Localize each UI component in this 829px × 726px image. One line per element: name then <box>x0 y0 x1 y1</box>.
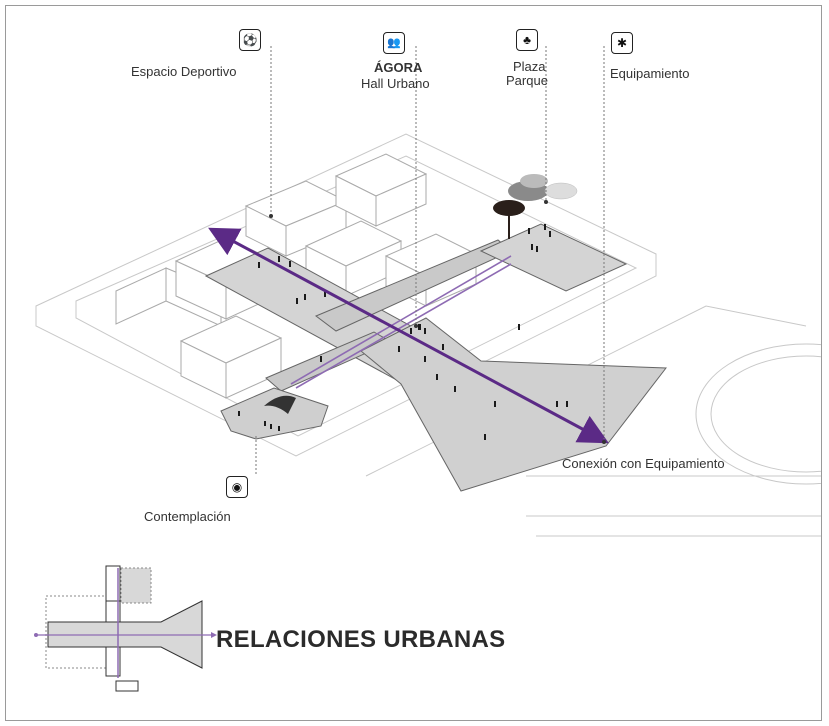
label-contemplacion: Contemplación <box>144 509 231 524</box>
diagram-frame: ⚽ 👥 ♣ ✱ ◉ Espacio Deportivo ÁGORA Hall U… <box>5 5 822 721</box>
label-espacio-deportivo: Espacio Deportivo <box>131 64 237 79</box>
label-hall-urbano: Hall Urbano <box>361 76 430 91</box>
label-parque: Parque <box>506 73 548 88</box>
axonometric-diagram <box>34 46 821 692</box>
leader-dots <box>269 200 606 444</box>
legend-diagram <box>34 565 217 692</box>
label-plaza: Plaza <box>513 59 546 74</box>
people-group-icon: 👥 <box>383 32 405 54</box>
person-icon: ✱ <box>611 32 633 54</box>
label-equipamiento: Equipamiento <box>610 66 690 81</box>
ball-icon: ⚽ <box>239 29 261 51</box>
tree-icon: ♣ <box>516 29 538 51</box>
main-axis-arrow <box>208 227 609 444</box>
contemplation-plaza <box>220 387 329 440</box>
legend-title: RELACIONES URBANAS <box>216 626 506 653</box>
label-conexion: Conexión con Equipamiento <box>562 456 725 471</box>
label-agora: ÁGORA <box>374 60 423 75</box>
park-trees <box>493 174 578 239</box>
eye-icon: ◉ <box>226 476 248 498</box>
circulation-axes <box>208 227 609 444</box>
leader-lines <box>255 46 605 476</box>
